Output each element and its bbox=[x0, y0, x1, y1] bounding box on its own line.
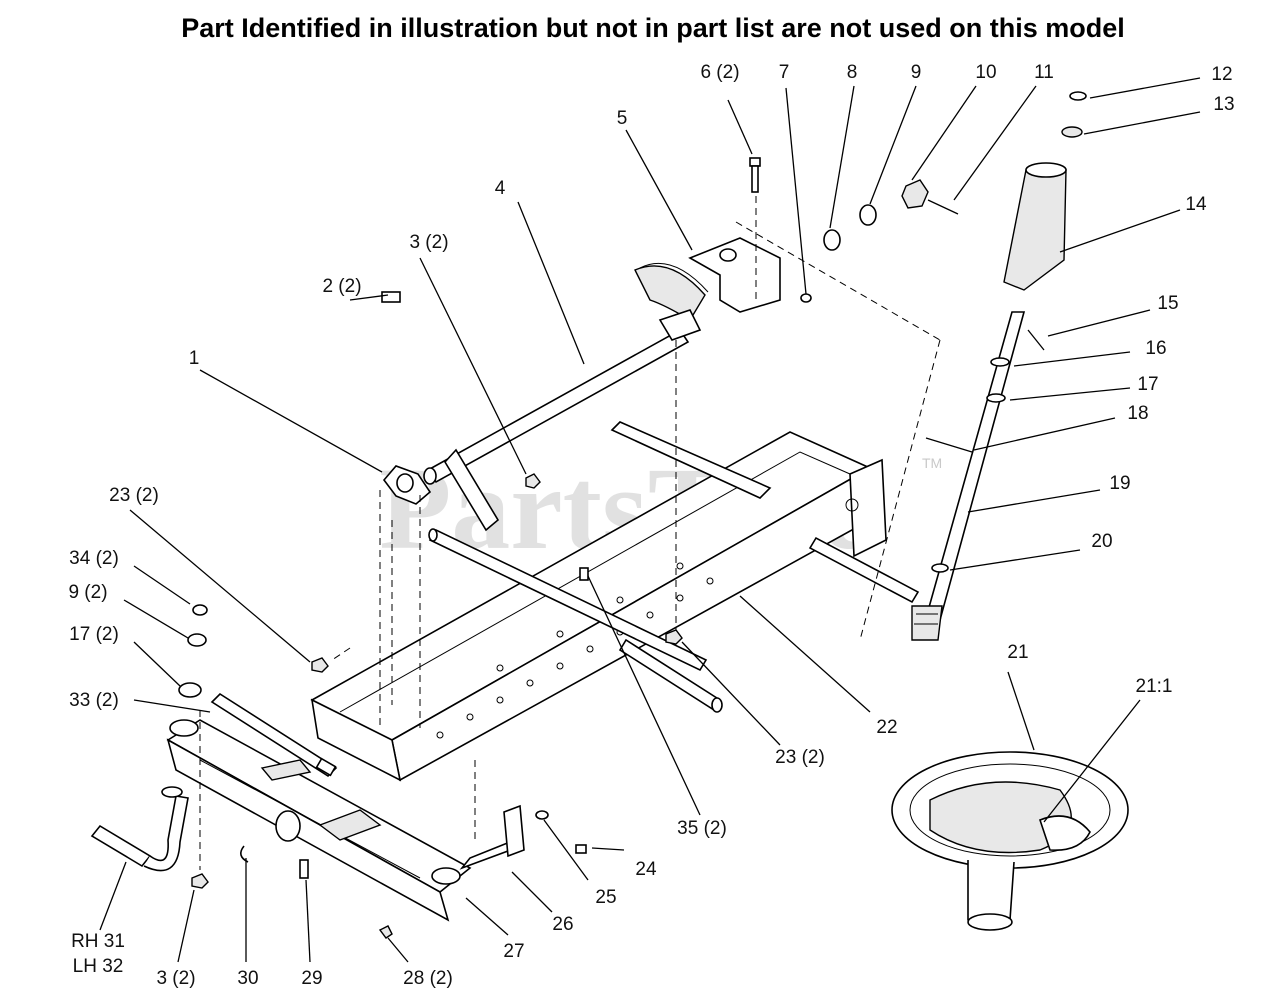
bushing-35 bbox=[579, 567, 589, 581]
front-axle bbox=[166, 719, 472, 922]
callout-21: 21 bbox=[1007, 642, 1028, 663]
callout-16: 16 bbox=[1145, 338, 1166, 359]
column-sleeve-14 bbox=[1003, 162, 1067, 291]
callout-22: 22 bbox=[876, 717, 897, 738]
callout-11: 11 bbox=[1034, 62, 1054, 83]
nut-3-bottom bbox=[191, 873, 209, 889]
bushing-8 bbox=[823, 229, 841, 251]
callout-labels: 1 2 (2) 3 (2) 4 5 6 (2) 7 8 9 10 11 12 1… bbox=[68, 62, 1234, 989]
callout-3-bottom: 3 (2) bbox=[156, 968, 195, 989]
steering-column bbox=[911, 311, 1026, 641]
callout-2: 2 (2) bbox=[322, 276, 361, 297]
callout-28: 28 (2) bbox=[403, 968, 453, 989]
steering-shaft bbox=[423, 328, 690, 532]
washer-13 bbox=[1061, 126, 1083, 138]
callout-29: 29 bbox=[301, 968, 322, 989]
watermark-tm: TM bbox=[922, 455, 942, 471]
frame-rail bbox=[310, 421, 920, 782]
clip-34 bbox=[192, 604, 208, 616]
nut-23-right bbox=[665, 629, 683, 645]
pin-11 bbox=[927, 199, 959, 215]
ring-12 bbox=[1069, 91, 1087, 101]
callout-15: 15 bbox=[1157, 293, 1178, 314]
washer-9 bbox=[859, 204, 877, 226]
callout-13: 13 bbox=[1213, 94, 1234, 115]
bolt-6 bbox=[749, 157, 761, 193]
grease-fitting-29 bbox=[299, 859, 309, 879]
callout-7: 7 bbox=[779, 62, 790, 83]
callout-10: 10 bbox=[975, 62, 996, 83]
nut-10 bbox=[901, 179, 929, 209]
callout-4: 4 bbox=[495, 178, 506, 199]
callout-26: 26 bbox=[552, 914, 573, 935]
callout-17-left: 17 (2) bbox=[69, 624, 119, 645]
callout-12: 12 bbox=[1211, 64, 1232, 85]
callout-9: 9 bbox=[911, 62, 922, 83]
callout-1: 1 bbox=[189, 348, 200, 369]
rail-holes bbox=[436, 562, 714, 739]
callout-24: 24 bbox=[635, 859, 657, 880]
callout-8: 8 bbox=[847, 62, 858, 83]
callout-9-left: 9 (2) bbox=[68, 582, 107, 603]
callout-20: 20 bbox=[1091, 531, 1112, 552]
gear-bracket bbox=[688, 237, 781, 313]
drag-link bbox=[210, 692, 338, 778]
callout-34: 34 (2) bbox=[69, 548, 119, 569]
callout-19: 19 bbox=[1109, 473, 1130, 494]
callout-23-left: 23 (2) bbox=[109, 485, 159, 506]
callout-23-right: 23 (2) bbox=[775, 747, 825, 768]
callout-27: 27 bbox=[503, 941, 524, 962]
washer-17-left bbox=[178, 682, 202, 698]
callout-33: 33 (2) bbox=[69, 690, 119, 711]
washer-25 bbox=[535, 810, 549, 820]
callout-3-top: 3 (2) bbox=[409, 232, 448, 253]
bolt-2 bbox=[381, 291, 401, 303]
callout-21-1: 21:1 bbox=[1136, 676, 1173, 697]
callout-6: 6 (2) bbox=[700, 62, 739, 83]
nut-28 bbox=[378, 925, 393, 939]
nut-3-top bbox=[525, 473, 541, 489]
callout-14: 14 bbox=[1185, 194, 1207, 215]
washer-9-left bbox=[187, 633, 207, 647]
spindle-26 bbox=[459, 804, 525, 870]
steering-wheel bbox=[891, 751, 1129, 931]
callout-18: 18 bbox=[1127, 403, 1148, 424]
diagram-title: Part Identified in illustration but not … bbox=[181, 13, 1125, 43]
assembly-lines bbox=[199, 196, 941, 870]
leader-lines bbox=[99, 77, 1201, 963]
callout-32: LH 32 bbox=[73, 956, 124, 977]
callout-25: 25 bbox=[595, 887, 616, 908]
spindle bbox=[90, 786, 189, 872]
callout-35: 35 (2) bbox=[677, 818, 727, 839]
callout-5: 5 bbox=[617, 108, 628, 129]
flange-bearing-1 bbox=[382, 465, 432, 505]
callout-30: 30 bbox=[237, 968, 258, 989]
bolt-24 bbox=[575, 844, 587, 854]
pin-15 bbox=[1027, 329, 1045, 351]
clip-30 bbox=[240, 845, 249, 863]
callout-17: 17 bbox=[1137, 374, 1158, 395]
callout-31: RH 31 bbox=[71, 931, 125, 952]
nut-23-left bbox=[311, 657, 329, 673]
fitting-7 bbox=[800, 293, 812, 303]
sector-gear bbox=[634, 262, 709, 341]
